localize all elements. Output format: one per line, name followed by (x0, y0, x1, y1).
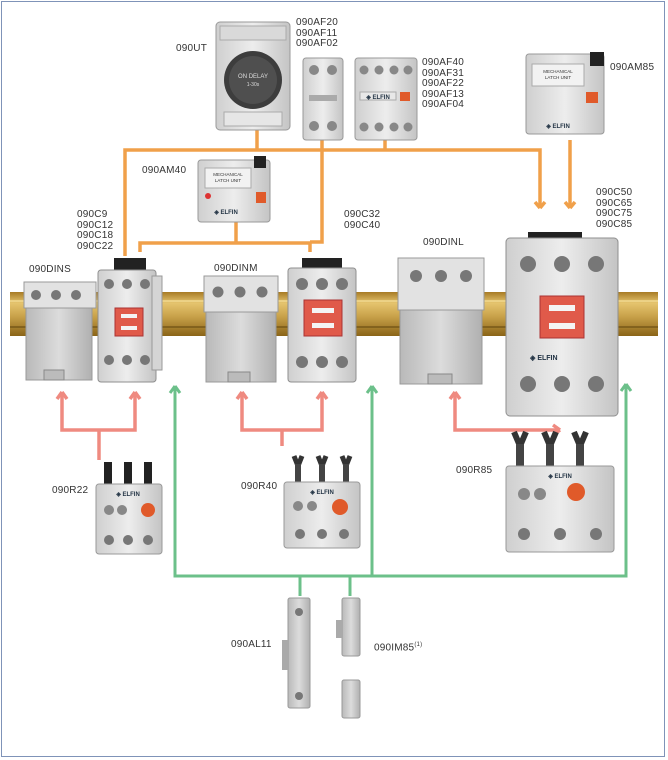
label-090im85-text: 090IM85 (374, 642, 414, 653)
pink-line-r22 (62, 392, 135, 430)
timer-face-text: ON DELAY (238, 74, 268, 80)
label-090dinl: 090DINL (423, 238, 464, 249)
brand-r22: ◈ ELFIN (115, 491, 140, 498)
overload-relay-r85: ◈ ELFIN (506, 432, 614, 552)
side-aux-al11 (282, 598, 310, 708)
label-090ut: 090UT (176, 44, 207, 55)
contactor-c50: ◈ ELFIN (506, 232, 618, 416)
contactor-c9 (98, 258, 162, 382)
pink-arrows-r40 (237, 392, 327, 399)
brand-c50: ◈ ELFIN (529, 355, 558, 362)
orange-line-c32 (310, 150, 322, 242)
label-090c32-group: 090C32 090C40 (344, 210, 380, 231)
brand-af4: ◈ ELFIN (365, 94, 390, 101)
overload-relay-r22: ◈ ELFIN (96, 462, 162, 554)
label-090im85-note: (1) (414, 642, 422, 648)
label-090af40-group: 090AF40 090AF31 090AF22 090AF13 090AF04 (422, 58, 464, 111)
overload-relay-r40: ◈ ELFIN (284, 456, 360, 548)
brand-r40: ◈ ELFIN (309, 489, 334, 496)
aux-contact-4pole: ◈ ELFIN (355, 58, 417, 140)
label-090al11: 090AL11 (231, 640, 272, 651)
label-090am40: 090AM40 (142, 166, 186, 177)
contactor-c32 (288, 258, 356, 382)
label-090am85: 090AM85 (610, 63, 654, 74)
rail-adapter-dins (24, 282, 96, 380)
label-090r22: 090R22 (52, 486, 88, 497)
brand-r85: ◈ ELFIN (547, 473, 572, 480)
brand-am40: ◈ ELFIN (213, 209, 238, 216)
green-line-drops (300, 576, 350, 596)
brand-am85: ◈ ELFIN (545, 123, 570, 130)
label-090im85: 090IM85(1) (374, 640, 422, 654)
label-090r40: 090R40 (241, 482, 277, 493)
label-090af20-group: 090AF20 090AF11 090AF02 (296, 18, 338, 50)
pink-connectors (57, 392, 560, 460)
pink-line-r40 (242, 392, 322, 430)
orange-line-drops (257, 130, 570, 208)
timer-block-ut: ON DELAY 1-30s (216, 22, 290, 130)
aux-contact-2pole (303, 58, 343, 140)
interlock-im85 (336, 598, 360, 718)
label-090dins: 090DINS (29, 265, 71, 276)
pink-arrows-r22 (57, 392, 140, 399)
label-090r85: 090R85 (456, 466, 492, 477)
label-090c9-group: 090C9 090C12 090C18 090C22 (77, 210, 113, 252)
label-090dinm: 090DINM (214, 264, 258, 275)
orange-line-am40 (140, 243, 310, 252)
orange-connectors (125, 130, 575, 256)
label-090c50-group: 090C50 090C65 090C75 090C85 (596, 188, 632, 230)
orange-line-top (125, 150, 540, 256)
timer-face-sub: 1-30s (247, 82, 260, 88)
rail-adapter-dinm (204, 276, 278, 382)
rail-adapter-dinl (398, 258, 484, 384)
